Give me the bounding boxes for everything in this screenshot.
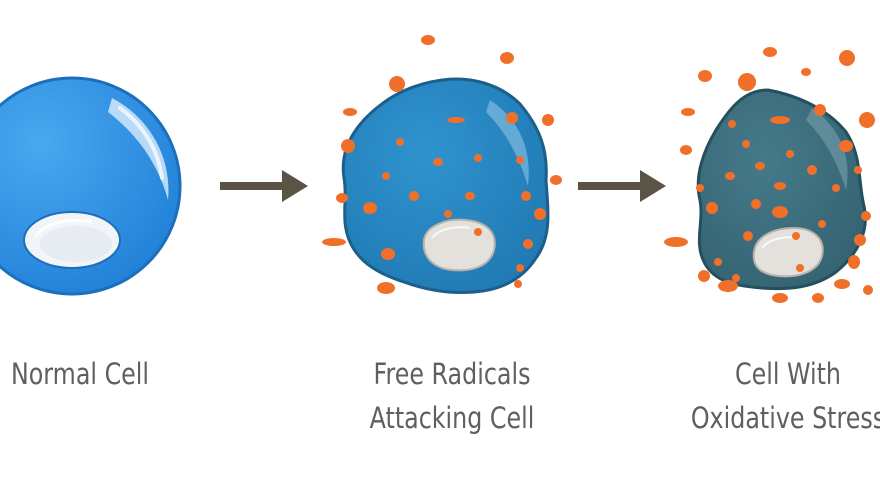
stage-label-normal-cell: Normal Cell [0,352,203,396]
free-radical-particle [516,264,524,272]
free-radical-particle [774,182,786,190]
free-radical-particle [550,175,562,185]
stage-label-line: Attacking Cell [369,401,535,435]
free-radical-particle [516,156,524,164]
free-radical-particle [381,248,395,260]
free-radical-particle [389,76,405,92]
free-radical-particle [382,172,390,180]
free-radical-particle [714,258,722,266]
free-radical-particle [832,184,840,192]
free-radical-particle [792,232,800,240]
free-radical-particle [521,191,531,201]
attacked-cell-illustration [341,77,550,294]
free-radical-particle [465,192,475,200]
free-radical-particle [818,220,826,228]
free-radical-particle [363,202,377,214]
free-radical-particle [725,172,735,180]
free-radical-particle [814,104,826,116]
free-radical-particle [839,140,853,152]
free-radical-particle [322,238,346,246]
free-radical-particle [751,199,761,209]
free-radical-particle [421,35,435,45]
free-radical-particle [718,280,738,292]
free-radical-particle [854,234,866,246]
free-radical-particle [341,139,355,153]
free-radical-particle [433,158,443,166]
free-radical-particle [447,117,465,123]
free-radical-particle [801,68,811,76]
free-radical-particle [706,202,718,214]
free-radical-particle [506,112,518,124]
free-radical-particle [377,282,395,294]
normal-cell-nucleus [23,211,121,269]
free-radical-particle [343,108,357,116]
stressed-cell-nucleus [752,226,824,278]
free-radical-particle [336,193,348,203]
free-radical-particle [409,191,419,201]
free-radical-particle [698,270,710,282]
free-radical-particle [834,279,850,289]
free-radical-particle [396,138,404,146]
attacked-cell-nucleus [422,218,496,272]
arrow-right-icon [220,170,308,202]
free-radical-particle [474,154,482,162]
stage-label-line: Free Radicals [373,357,531,391]
free-radical-particle [770,116,790,124]
free-radical-particle [738,73,756,91]
free-radical-particle [500,52,514,64]
free-radical-particle [772,293,788,303]
free-radical-particle [772,206,788,218]
free-radicals-group [322,35,562,294]
free-radical-particle [681,108,695,116]
free-radical-particle [542,114,554,126]
free-radical-particle [755,162,765,170]
free-radical-particle [863,285,873,295]
stage-label-line: Cell With [734,357,842,391]
free-radical-particle [474,228,482,236]
stage-label-oxidative-stress: Cell With Oxidative Stress [665,352,880,440]
free-radical-particle [444,210,452,218]
free-radical-particle [859,112,875,128]
free-radical-particle [732,274,740,282]
free-radical-particle [848,255,860,269]
free-radical-particle [763,47,777,57]
normal-cell-illustration [0,76,182,296]
free-radical-particle [796,264,804,272]
free-radical-particle [742,140,750,148]
free-radical-particle [786,150,794,158]
stage-label-line: Oxidative Stress [690,401,880,435]
free-radical-particle [698,70,712,82]
free-radical-particle [854,166,862,174]
free-radicals-group [664,47,875,303]
free-radical-particle [523,239,533,249]
free-radical-particle [696,184,704,192]
free-radical-particle [743,231,753,241]
arrow-right-icon [578,170,666,202]
free-radical-particle [664,237,688,247]
free-radical-particle [680,145,692,155]
free-radical-particle [728,120,736,128]
stage-label-free-radicals: Free Radicals Attacking Cell [329,352,575,440]
free-radical-particle [861,211,871,221]
free-radical-particle [812,293,824,303]
free-radical-particle [514,280,522,288]
free-radical-particle [807,165,817,175]
free-radical-particle [534,208,546,220]
free-radical-particle [839,50,855,66]
stage-label-line: Normal Cell [10,357,150,391]
